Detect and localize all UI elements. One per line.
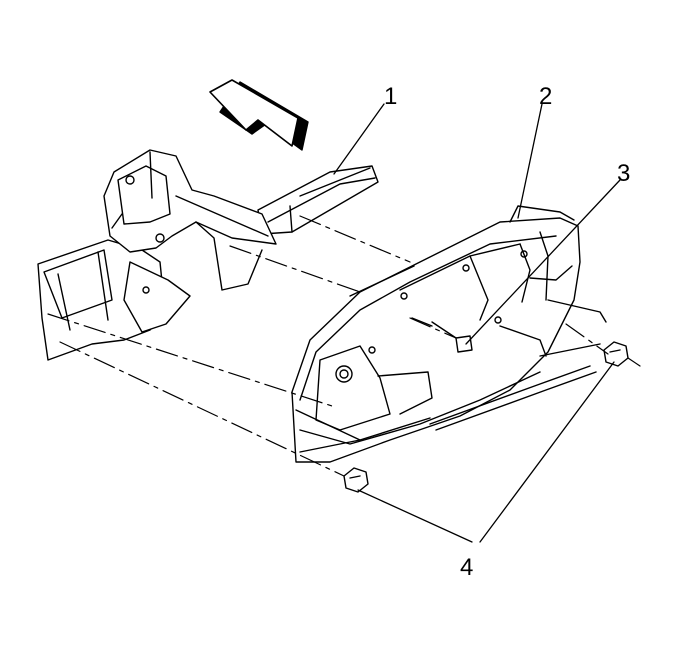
leader-lines — [333, 103, 621, 543]
callout-3-label: 3 — [617, 160, 631, 187]
alignment-lines — [47, 215, 641, 477]
radiator-support — [291, 205, 607, 463]
callout-2-label: 2 — [539, 83, 553, 110]
callout-1-label: 1 — [384, 83, 398, 110]
nut-icon — [343, 467, 369, 493]
callout-4-label: 4 — [460, 554, 474, 581]
forward-direction-arrow-icon — [209, 79, 309, 151]
frame-front-section — [37, 149, 277, 361]
bolt-icon — [411, 317, 473, 353]
